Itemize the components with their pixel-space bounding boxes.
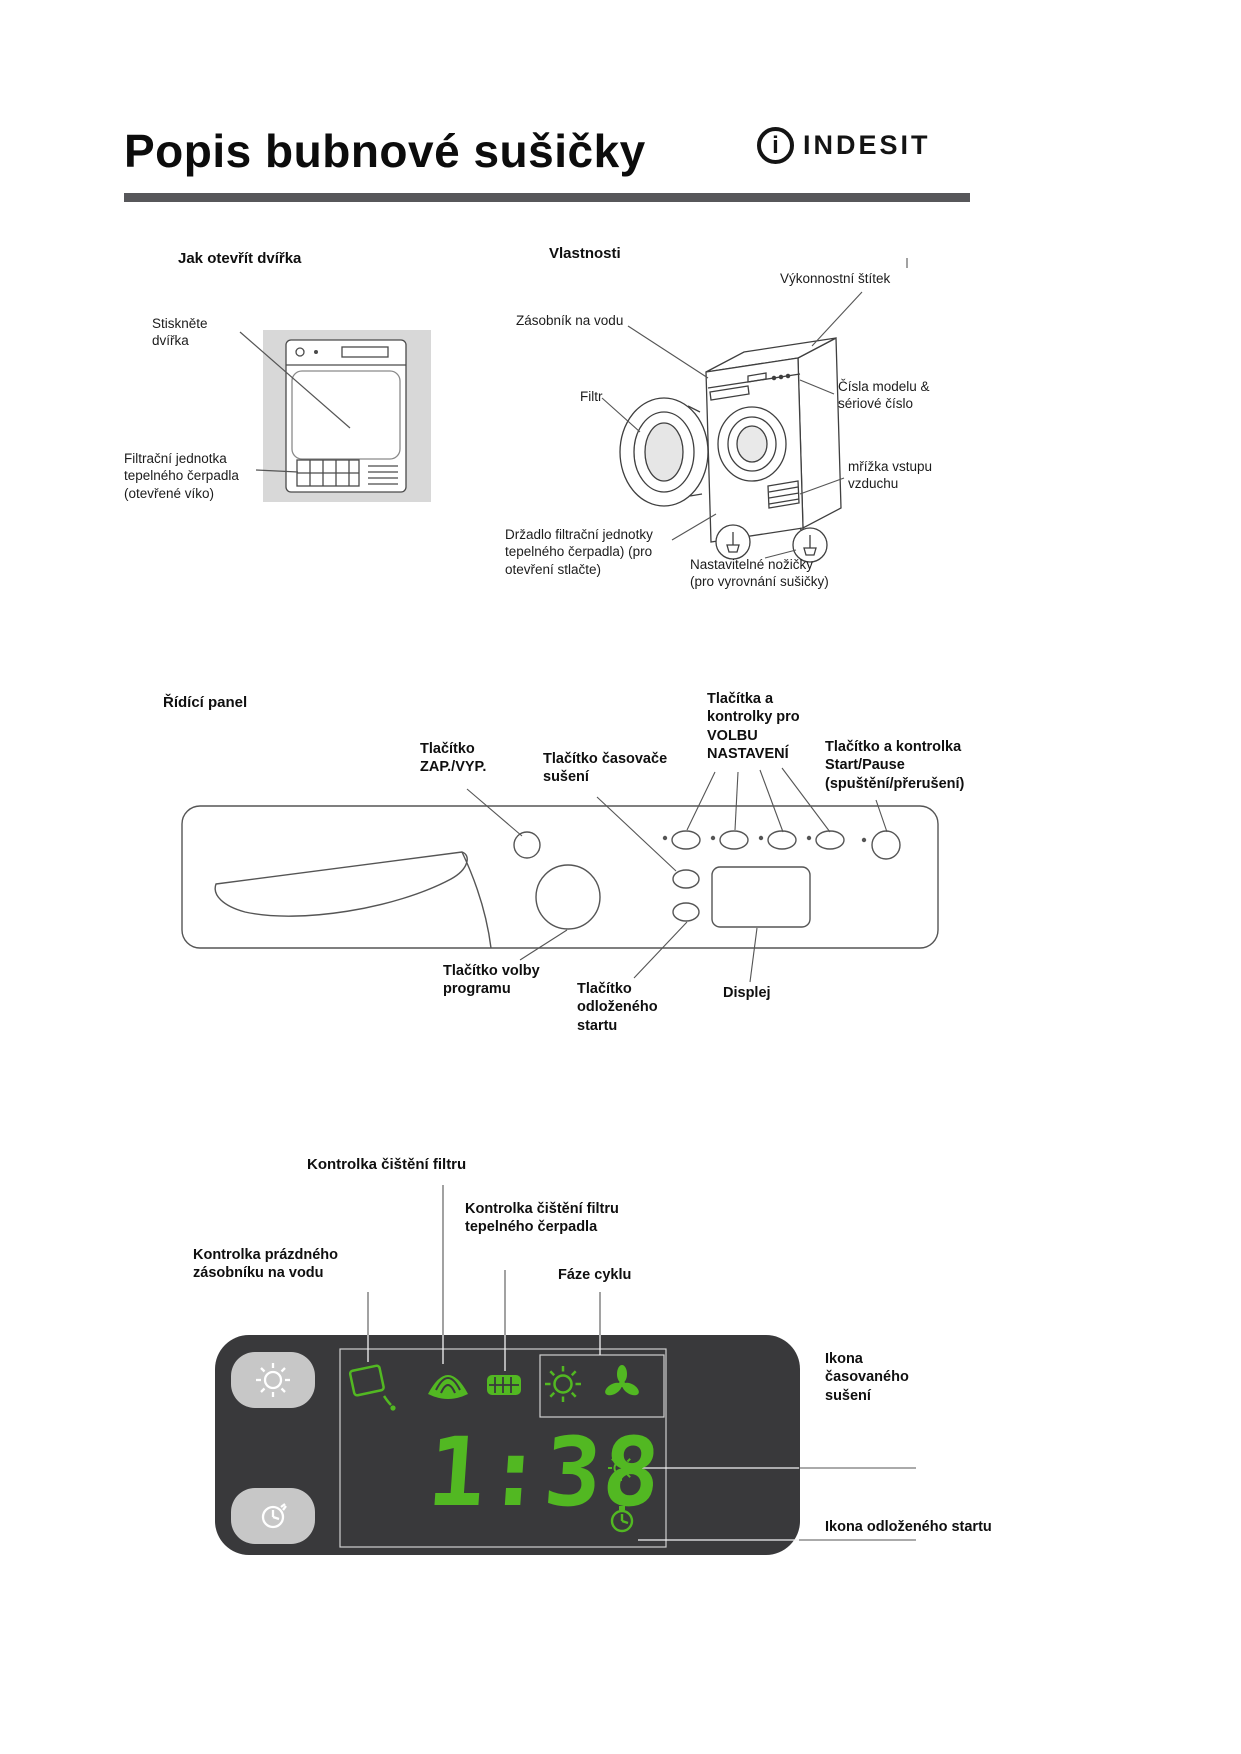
timed-drying-button[interactable] (231, 1352, 315, 1408)
program-selector-label: Tlačítko volby programu (443, 963, 540, 998)
indesit-logo: i INDESIT (757, 127, 931, 164)
model-serial-label: Čísla modelu & sériové číslo (838, 379, 930, 412)
timed-drying-icon-label: Ikona časovaného sušení (825, 1351, 909, 1404)
filter-unit-label: Filtrační jednotka tepelného čerpadla (o… (124, 451, 239, 501)
timed-drying-sun-icon (608, 1455, 634, 1481)
display-connector-lines-outer (367, 1185, 916, 1541)
panel-connector-lines (466, 767, 888, 983)
adjustable-feet-label: Nastavitelné nožičky (pro vyrovnání suši… (690, 557, 829, 590)
option-buttons-label: Tlačítka a kontrolky pro VOLBU NASTAVENÍ (707, 691, 800, 762)
delayed-start-button[interactable] (231, 1488, 315, 1544)
door-connector-lines (239, 331, 351, 473)
hp-filter-clean-icon (487, 1375, 521, 1395)
drying-timer-button-label: Tlačítko časovače sušení (543, 751, 668, 786)
cycle-phase-label: Fáze cyklu (558, 1267, 632, 1283)
cycle-phase-sun-icon (545, 1366, 581, 1402)
filter-indicator-heading: Kontrolka čištění filtru (307, 1156, 467, 1173)
empty-tank-indicator-label: Kontrolka prázdného zásobníku na vodu (193, 1247, 339, 1282)
hp-filter-indicator-label: Kontrolka čištění filtru tepelného čerpa… (465, 1201, 619, 1236)
door-section-heading: Jak otevřít dvířka (178, 250, 302, 267)
features-connector-lines (601, 258, 908, 559)
features-heading: Vlastnosti (549, 245, 621, 262)
display-label: Displej (723, 985, 771, 1001)
page-title: Popis bubnové sušičky (124, 125, 646, 177)
delayed-start-icon-label: Ikona odloženého startu (825, 1519, 992, 1535)
timed-drying-button-sun-icon (256, 1363, 290, 1397)
cycle-phase-fan-icon (605, 1365, 639, 1396)
rating-plate-label: Výkonnostní štítek (780, 271, 891, 286)
title-divider (124, 193, 970, 202)
delayed-start-button-clock-icon (261, 1503, 287, 1529)
start-pause-label: Tlačítko a kontrolka Start/Pause (spuště… (825, 739, 965, 792)
control-panel-heading: Řídící panel (163, 694, 248, 711)
indesit-logo-text: INDESIT (803, 130, 931, 160)
delayed-start-clock-icon (610, 1506, 634, 1533)
indesit-logo-i-icon: i (757, 127, 794, 164)
press-door-label: Stiskněte dvířka (152, 316, 208, 349)
control-panel-diagram (181, 805, 939, 949)
on-off-button-label: Tlačítko ZAP./VYP. (420, 741, 487, 776)
air-inlet-grille-label: mřížka vstupu vzduchu (848, 459, 933, 492)
delayed-start-button-label: Tlačítko odloženého startu (577, 981, 658, 1034)
time-display: 1:38 (424, 1418, 665, 1528)
display-connector-lines-inner (367, 1335, 799, 1541)
door-open-diagram (263, 330, 431, 502)
water-tank-label: Zásobník na vodu (516, 313, 624, 328)
filter-label: Filtr (580, 389, 603, 404)
hp-filter-handle-label: Držadlo filtrační jednotky tepelného čer… (505, 527, 653, 577)
filter-clean-icon (428, 1375, 468, 1399)
features-diagram (619, 336, 842, 563)
display-panel-diagram (215, 1335, 800, 1555)
empty-tank-icon (348, 1364, 396, 1411)
